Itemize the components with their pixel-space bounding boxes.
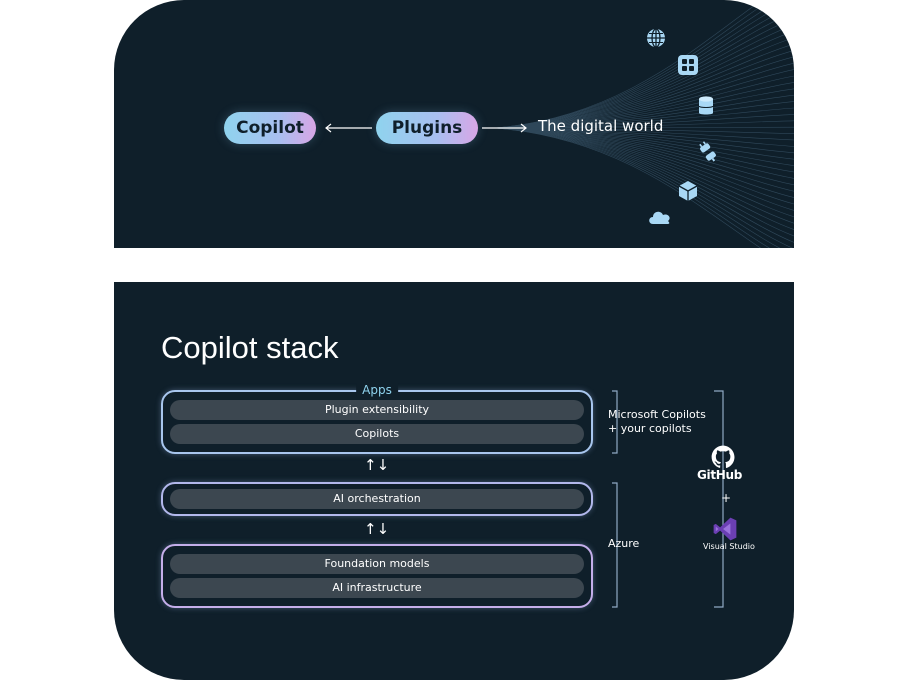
foundation-layer-group: Foundation models AI infrastructure: [161, 544, 593, 608]
plug-icon: [699, 141, 716, 162]
globe-icon: [647, 28, 665, 48]
github-label: GitHub: [697, 468, 743, 482]
page-title: Copilot stack: [161, 330, 339, 365]
tools-brace: [714, 390, 724, 608]
arrow-right-icon: [482, 123, 527, 133]
foundation-models-bar: Foundation models: [170, 554, 584, 574]
bidirectional-arrows-icon: ↑↓: [364, 520, 390, 538]
azure-label: Azure: [608, 537, 640, 550]
azure-brace: [612, 482, 618, 608]
visual-studio-icon: [713, 517, 737, 541]
ai-orchestration-bar: AI orchestration: [170, 489, 584, 509]
plugins-pill: Plugins: [376, 112, 478, 144]
copilot-stack-panel: Copilot stack Apps Plugin extensibility …: [114, 282, 794, 680]
bidirectional-arrows-icon: ↑↓: [364, 456, 390, 474]
apps-label: Apps: [356, 383, 398, 397]
cloud-icon: [649, 211, 670, 224]
connection-rays: [493, 0, 794, 248]
ai-infrastructure-bar: AI infrastructure: [170, 578, 584, 598]
orchestration-layer-group: AI orchestration: [161, 482, 593, 516]
arrow-left-icon: [325, 123, 372, 133]
cube-icon: [678, 181, 698, 201]
visual-studio-label: Visual Studio: [703, 542, 755, 551]
your-copilots-label: + your copilots: [608, 422, 692, 435]
copilots-brace: [612, 390, 618, 454]
copilot-pill: Copilot: [224, 112, 316, 144]
digital-world-label: The digital world: [538, 117, 664, 135]
copilots-bar: Copilots: [170, 424, 584, 444]
plus-label: +: [721, 491, 732, 505]
microsoft-copilots-label: Microsoft Copilots: [608, 408, 706, 421]
apps-layer-group: Apps Plugin extensibility Copilots: [161, 383, 593, 454]
plugin-extensibility-bar: Plugin extensibility: [170, 400, 584, 420]
database-icon: [698, 96, 714, 115]
github-icon: [711, 445, 735, 468]
apps-grid-icon: [678, 55, 698, 75]
plugins-diagram-panel: Copilot Plugins The digital world: [114, 0, 794, 248]
